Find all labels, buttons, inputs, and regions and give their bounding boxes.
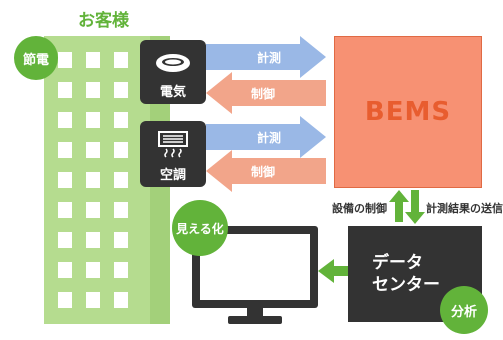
bems-label: BEMS [364, 97, 452, 127]
monitor-icon [192, 226, 318, 324]
send-results-label: 計測結果の送信 [426, 202, 503, 215]
data-center-line2: センター [372, 275, 440, 295]
device-electricity: 電気 [140, 40, 206, 104]
measure-label-2: 計測 [256, 130, 281, 145]
visualize-badge: 見える化 [172, 200, 228, 256]
ceiling-light-icon [156, 54, 190, 72]
energy-saving-badge: 節電 [14, 36, 58, 80]
device-label-electricity: 電気 [159, 85, 186, 100]
measure-arrow-2 [206, 116, 326, 158]
customer-title: お客様 [78, 11, 129, 31]
device-air-conditioning: 空調 [140, 121, 206, 187]
measure-label-1: 計測 [256, 50, 281, 65]
control-arrow-1 [206, 72, 326, 114]
building-windows [58, 52, 128, 308]
analysis-badge: 分析 [440, 286, 488, 334]
control-up-arrow [389, 190, 409, 222]
results-down-arrow [405, 190, 425, 224]
control-label-1: 制御 [250, 86, 275, 101]
display-arrow [318, 259, 348, 283]
measure-arrow-1 [206, 36, 326, 78]
control-label-2: 制御 [250, 164, 275, 179]
control-arrow-2 [206, 150, 326, 192]
air-conditioner-icon [158, 131, 188, 158]
data-center-line1: データ [372, 253, 423, 273]
bems-box: BEMS [334, 36, 482, 188]
device-label-air-conditioning: 空調 [159, 168, 186, 183]
equipment-control-label: 設備の制御 [332, 202, 387, 215]
